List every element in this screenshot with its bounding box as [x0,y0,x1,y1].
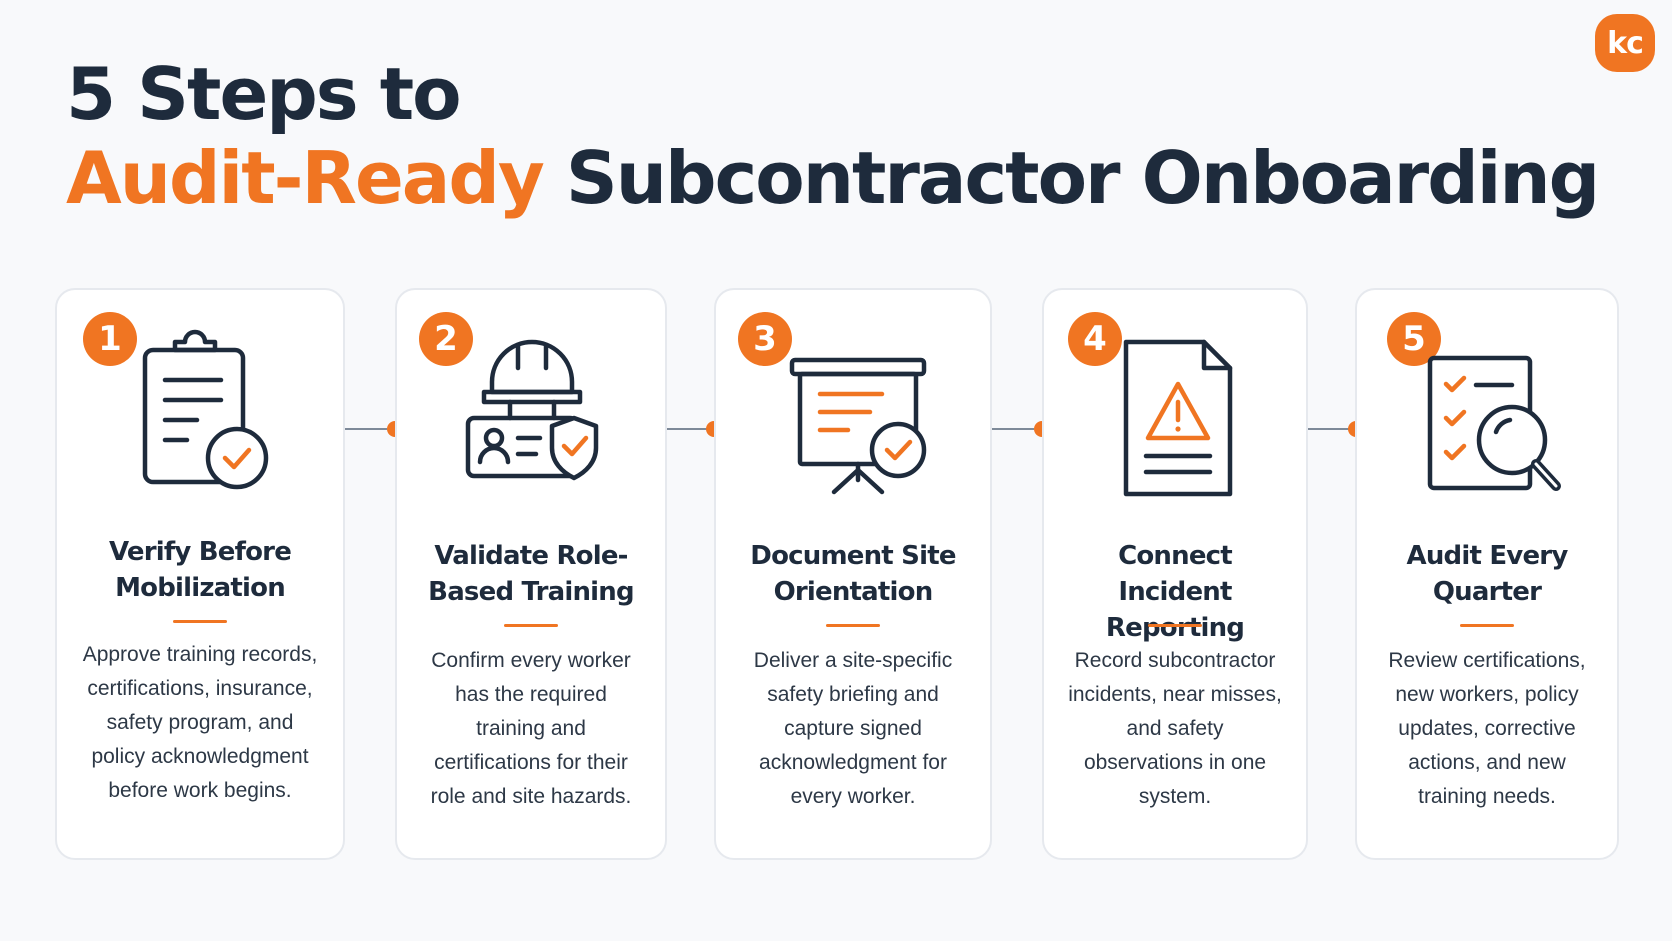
presentation-board-check-icon [789,357,927,495]
step-number-badge: 3 [738,312,792,366]
page-title: 5 Steps to Audit-Ready Subcontractor Onb… [66,52,1600,214]
kc-logo: kc [1595,14,1655,72]
step-number-badge: 4 [1068,312,1122,366]
step-card-2: 2 Validate Role-Based Training Confirm e… [395,288,667,860]
step-title: Audit Every Quarter [1406,541,1569,607]
hardhat-id-shield-icon [465,339,599,481]
title-rest: Subcontractor Onboarding [565,136,1600,220]
clipboard-check-icon [142,329,269,490]
step-card-3: 3 Document Site Orientation Deliver a si… [714,288,992,860]
connector-line [667,428,707,430]
title-underline [1148,624,1202,627]
document-warning-icon [1123,339,1233,497]
step-title: Connect Incident Reporting [1105,541,1245,643]
connector-line [345,428,387,430]
title-accent: Audit-Ready [66,136,545,220]
title-underline [826,624,880,627]
step-number-badge: 2 [419,312,473,366]
step-description: Confirm every worker has the required tr… [430,649,632,808]
title-line-1: 5 Steps to [66,52,462,136]
step-description: Record subcontractor incidents, near mis… [1068,649,1282,808]
step-card-1: 1 Verify Before Mobilization Approve tra… [55,288,345,860]
step-card-5: 5 Audit Every Quarter Review certificati… [1355,288,1619,860]
step-title: Verify Before Mobilization [108,537,292,603]
checklist-magnifier-icon [1427,355,1561,491]
step-number-badge: 1 [83,312,137,366]
step-title: Validate Role-Based Training [428,541,634,607]
title-underline [1460,624,1514,627]
step-description: Review certifications, new workers, poli… [1388,649,1586,808]
step-title: Document Site Orientation [750,541,956,607]
title-underline [173,620,227,623]
step-description: Approve training records, certifications… [82,643,318,802]
title-underline [504,624,558,627]
step-card-4: 4 Connect Incident Reporting Record subc… [1042,288,1308,860]
connector-line [992,428,1034,430]
step-description: Deliver a site-specific safety briefing … [753,649,953,808]
connector-line [1308,428,1350,430]
title-line-2: Audit-Ready Subcontractor Onboarding [66,142,1600,214]
